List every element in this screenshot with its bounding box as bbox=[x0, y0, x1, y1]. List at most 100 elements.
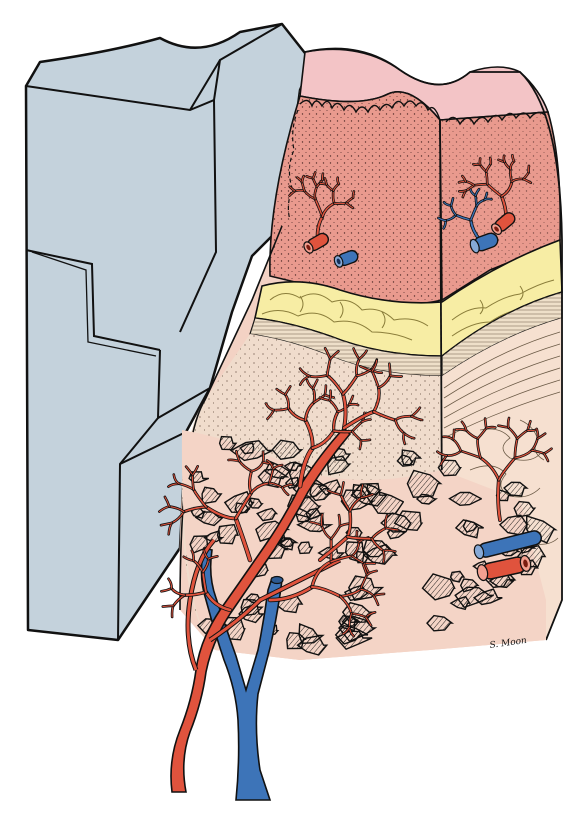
trabecula bbox=[421, 573, 456, 601]
trabecula bbox=[283, 461, 305, 472]
vessel-branch bbox=[205, 505, 237, 520]
vessel-branch bbox=[371, 359, 378, 372]
vessel-branch bbox=[394, 419, 405, 434]
vessel-branch bbox=[304, 419, 314, 450]
vessel-branch bbox=[345, 202, 354, 209]
vessel-branch bbox=[402, 432, 406, 445]
trabecula bbox=[201, 486, 223, 505]
trabecula bbox=[256, 507, 279, 522]
vessel-branch bbox=[298, 446, 315, 488]
vessel-branch bbox=[346, 535, 373, 540]
vessel-branch bbox=[372, 410, 397, 421]
grey-block bbox=[24, 22, 314, 642]
vessel-branch bbox=[484, 198, 492, 201]
vessel-branch bbox=[373, 595, 379, 606]
vessel-branch bbox=[332, 411, 339, 432]
vessel-branch bbox=[503, 155, 506, 163]
vessel-branch bbox=[411, 415, 423, 421]
trabecula bbox=[426, 614, 455, 632]
vessel-branch bbox=[284, 385, 291, 395]
vessel-branch bbox=[485, 426, 496, 429]
vessel-branch bbox=[183, 591, 207, 597]
vessel-branch bbox=[324, 394, 335, 398]
vessel-branch bbox=[287, 407, 307, 422]
vessel-branch bbox=[389, 375, 403, 378]
vessel-branch bbox=[372, 386, 380, 413]
vessel-branch bbox=[436, 451, 448, 456]
vessel-branch bbox=[371, 538, 385, 552]
vessel-branch bbox=[342, 374, 358, 395]
vessel-branch bbox=[173, 474, 180, 485]
vessel-branch bbox=[268, 585, 314, 602]
trabecula bbox=[448, 491, 483, 507]
trabecula bbox=[279, 537, 299, 551]
vessel-branch bbox=[192, 465, 199, 476]
vessel-branch bbox=[475, 188, 480, 196]
blood-vessels bbox=[158, 154, 553, 801]
vessel-branch bbox=[265, 403, 275, 411]
vessel-branch bbox=[299, 368, 310, 377]
vessel-branch bbox=[311, 560, 333, 588]
vessel-branch bbox=[171, 511, 185, 524]
vessel-branch bbox=[523, 178, 532, 184]
vessel-branch bbox=[342, 626, 350, 635]
dermal-vessel-sections bbox=[303, 212, 516, 268]
vessel-branch bbox=[324, 177, 327, 185]
vessel-branch bbox=[341, 392, 347, 430]
vessel-branch bbox=[349, 496, 362, 512]
vessel-branch bbox=[361, 419, 371, 423]
vessel-branch bbox=[311, 429, 335, 450]
vessel-branch bbox=[342, 410, 375, 430]
vessel-branch bbox=[329, 350, 339, 360]
vessel-branch bbox=[452, 429, 455, 440]
vessel-branch bbox=[339, 588, 362, 598]
trabecula bbox=[239, 442, 255, 455]
vessel-branch bbox=[321, 202, 335, 218]
vessel-branch bbox=[321, 513, 323, 526]
vessel-branch bbox=[382, 550, 385, 563]
vessel-branch bbox=[330, 525, 341, 540]
trabecula bbox=[396, 454, 415, 467]
vessel-branch bbox=[272, 464, 283, 470]
vessel-branch bbox=[498, 457, 516, 481]
vessel-branch bbox=[235, 450, 241, 462]
vessel-branch bbox=[191, 550, 195, 562]
vessel-branch bbox=[340, 481, 344, 496]
vessel-branch bbox=[365, 616, 372, 627]
trabecula bbox=[202, 529, 225, 543]
vessel-branch bbox=[164, 496, 170, 507]
vessel-branch bbox=[437, 217, 447, 221]
vessel-branch bbox=[192, 488, 207, 508]
vessel-branch bbox=[346, 510, 352, 538]
vessel-branch bbox=[268, 482, 283, 488]
vessel-branch bbox=[351, 541, 360, 557]
vessel-branch bbox=[359, 440, 362, 450]
trabecula bbox=[406, 469, 443, 499]
vessel-branch bbox=[207, 555, 218, 560]
vessel-branch bbox=[378, 375, 391, 389]
vessel-branch bbox=[385, 527, 399, 531]
vessel-branch bbox=[326, 374, 344, 395]
vessel-branch bbox=[313, 394, 326, 404]
vessel-branch bbox=[458, 190, 467, 192]
vessel-branch bbox=[360, 493, 374, 498]
vessel-branch bbox=[204, 590, 232, 612]
vessel-branch bbox=[450, 197, 454, 206]
vessel-branch bbox=[318, 535, 349, 562]
trabecula bbox=[189, 535, 214, 554]
vessel-branch bbox=[289, 186, 296, 192]
vessel-branch bbox=[477, 427, 487, 439]
trabecula bbox=[297, 541, 314, 555]
vein-trunk bbox=[200, 547, 283, 801]
trabecula bbox=[449, 570, 466, 583]
vessel-branch bbox=[329, 390, 332, 401]
trabecula bbox=[393, 510, 424, 532]
vessel-branch bbox=[348, 403, 359, 406]
trabecula bbox=[513, 500, 537, 518]
trabecula bbox=[223, 490, 255, 514]
vessel-branch bbox=[479, 457, 500, 481]
vessel-branch bbox=[312, 379, 318, 389]
vessel-branch bbox=[327, 490, 342, 496]
vessel-branch bbox=[514, 449, 533, 459]
vessel-branch bbox=[250, 482, 270, 494]
